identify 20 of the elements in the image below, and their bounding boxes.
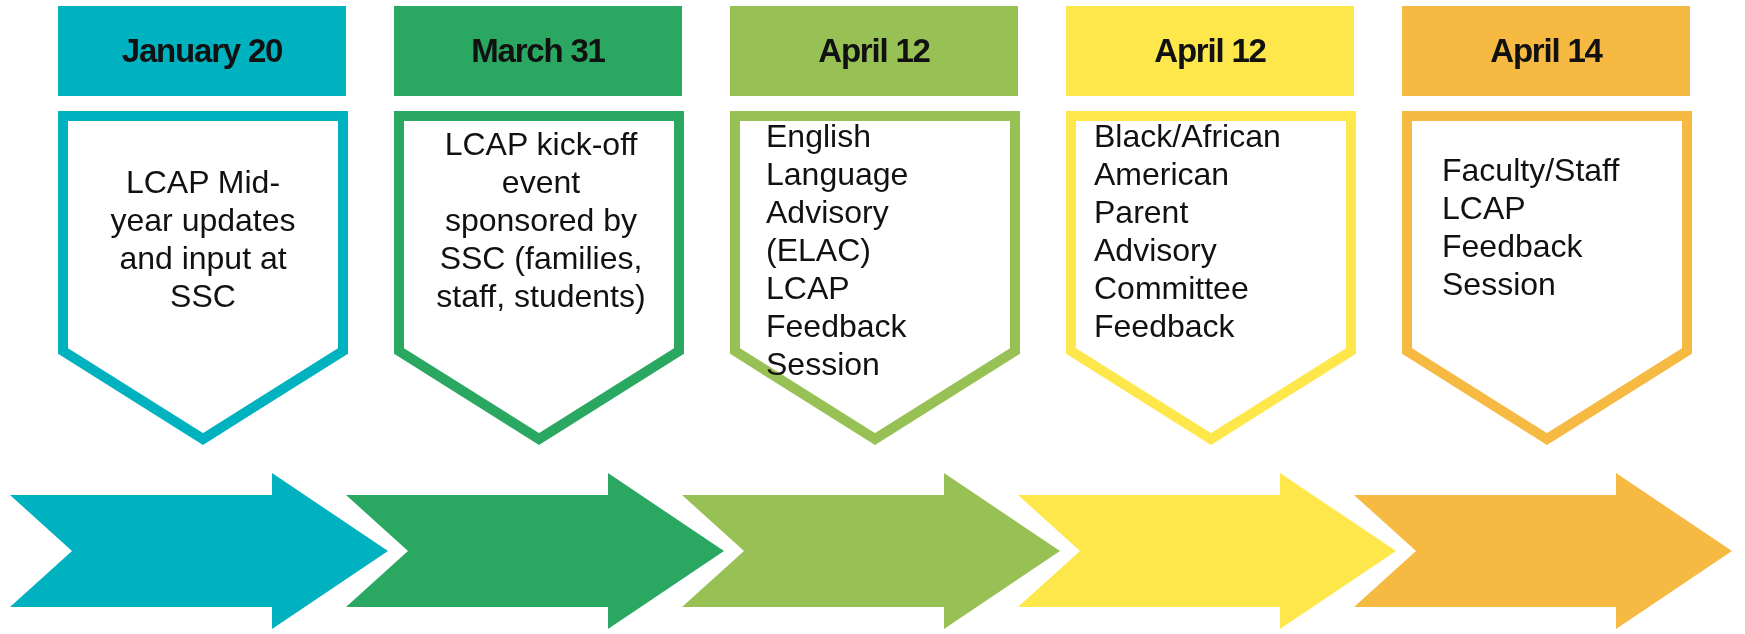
pentagon-callout [394,111,684,446]
date-banner [730,6,1018,96]
callout-text: Faculty/Staff LCAP Feedback Session [1442,151,1621,303]
date-label: March 31 [471,32,605,70]
date-label: April 12 [818,32,930,70]
pentagon-callout [1066,111,1356,446]
date-banner [1402,6,1690,96]
pentagon-callout [58,111,348,446]
callout-text: English Language Advisory (ELAC) LCAP Feedback Session [766,117,910,383]
date-banner [58,6,346,96]
callout-text: LCAP kick-off event sponsored by SSC (families, staff, students) [435,125,647,315]
date-label: April 14 [1490,32,1602,70]
date-banner [394,6,682,96]
date-label: January 20 [121,32,283,70]
callout-text: LCAP Mid-year updates and input at SSC [110,163,296,315]
pentagon-callout [730,111,1020,446]
date-banner [1066,6,1354,96]
date-label: April 12 [1154,32,1266,70]
callout-text: Black/African American Parent Advisory Committee Feedback [1094,117,1282,345]
pentagon-callout [1402,111,1692,446]
